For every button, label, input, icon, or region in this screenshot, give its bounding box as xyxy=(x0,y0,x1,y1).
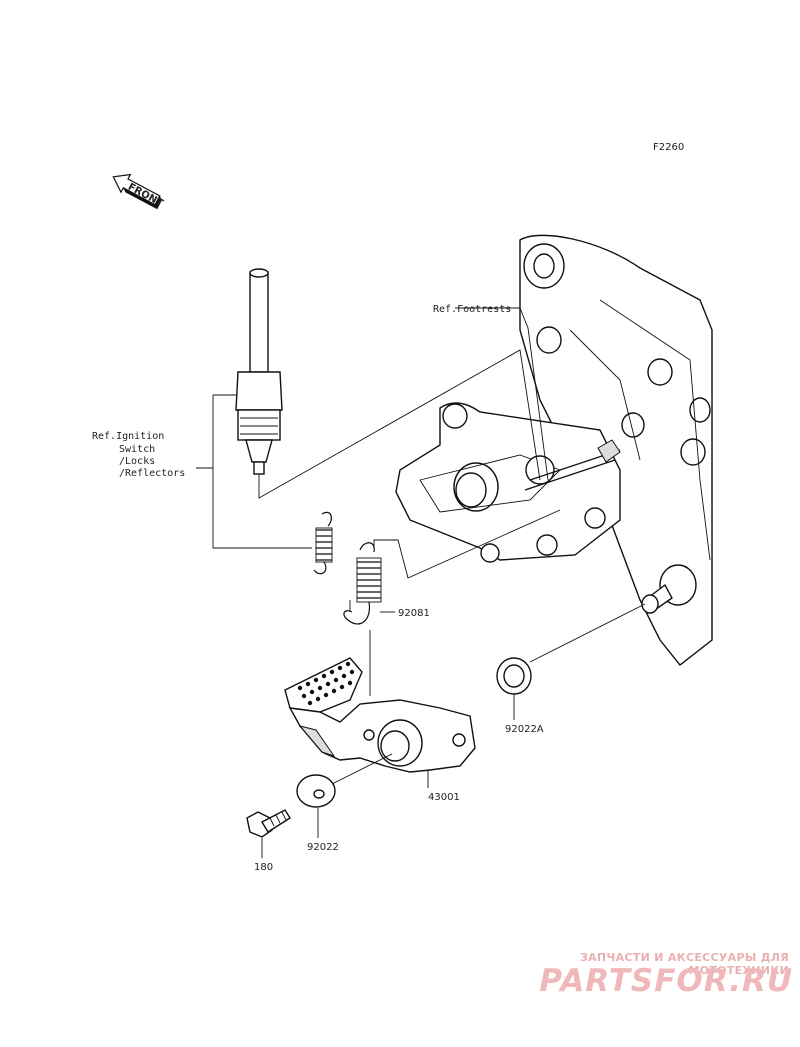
washer-92022A xyxy=(496,657,532,695)
bolt-180 xyxy=(246,809,291,838)
ref-ignition-line-2: Switch xyxy=(119,444,155,455)
brake-pedal xyxy=(284,657,476,773)
spring-small xyxy=(313,511,333,575)
pivot-shaft xyxy=(641,564,697,614)
part-label-92081: 92081 xyxy=(398,608,430,619)
part-label-180: 180 xyxy=(254,862,273,873)
ref-ignition-line-3: /Locks xyxy=(119,456,155,467)
footrest-plate xyxy=(395,402,621,563)
watermark-logo: PARTSFOR.RU xyxy=(539,963,793,999)
diagram-code: F2260 xyxy=(653,142,684,153)
ref-ignition-line-1: Ref.Ignition xyxy=(92,431,164,442)
ref-ignition-line-4: /Reflectors xyxy=(119,468,185,479)
front-arrow-icon: FRONT xyxy=(112,173,165,209)
brake-light-switch xyxy=(235,268,283,475)
watermark-tagline: ЗАПЧАСТИ И АКСЕССУАРЫ ДЛЯ МОТОТЕХНИКИ xyxy=(579,951,789,977)
part-label-92022: 92022 xyxy=(307,842,339,853)
leader-lines xyxy=(196,307,646,858)
part-label-92022A: 92022A xyxy=(505,724,544,735)
part-label-43001: 43001 xyxy=(428,792,460,803)
spring-92081 xyxy=(343,542,382,625)
ref-footrests-label: Ref.Footrests xyxy=(433,304,511,315)
washer-92022 xyxy=(296,774,336,808)
